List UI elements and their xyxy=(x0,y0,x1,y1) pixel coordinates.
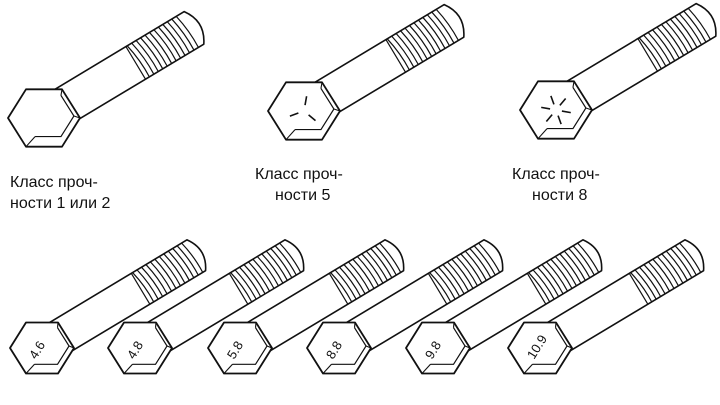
caption-line: Класс проч- xyxy=(512,164,600,185)
caption-class-1-2: Класс проч- ности 1 или 2 xyxy=(10,172,110,214)
caption-line: ности 1 или 2 xyxy=(10,193,110,214)
caption-class-8: Класс проч- ности 8 xyxy=(512,164,600,206)
bolt-class-1-2 xyxy=(8,12,204,147)
caption-line: ности 5 xyxy=(255,185,343,206)
caption-line: ности 8 xyxy=(512,185,600,206)
caption-line: Класс проч- xyxy=(255,164,343,185)
caption-class-5: Класс проч- ности 5 xyxy=(255,164,343,206)
bolt-class-5 xyxy=(268,5,464,140)
caption-line: Класс проч- xyxy=(10,172,110,193)
bolt-class-8 xyxy=(520,4,716,139)
